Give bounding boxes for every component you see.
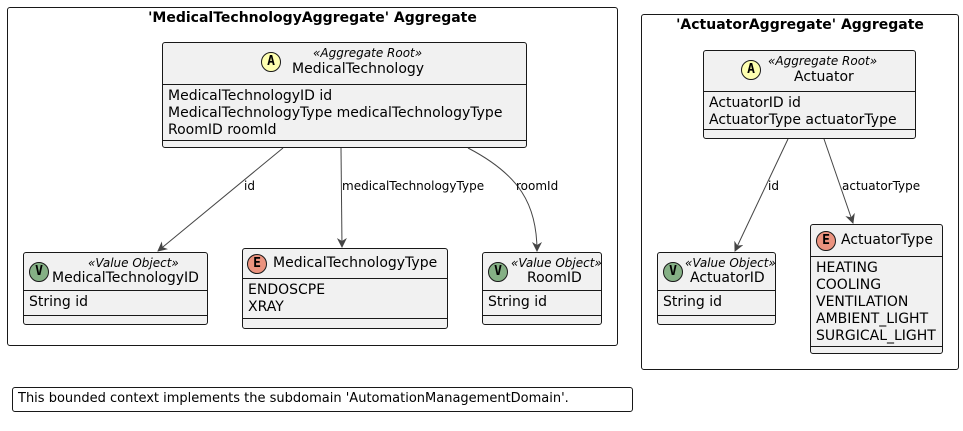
class-actuator[interactable]: A «Aggregate Root» Actuator ActuatorID i… (703, 50, 916, 139)
class-stereotype: «Aggregate Root» (768, 54, 878, 68)
class-attribute: String id (29, 294, 89, 310)
aggregate-root-badge-icon: A (261, 52, 281, 72)
class-name: ActuatorID (690, 270, 765, 286)
bounded-context-note: This bounded context implements the subd… (12, 387, 633, 412)
medical-technology-aggregate-package: 'MedicalTechnologyAggregate' Aggregate (7, 7, 618, 346)
package-title: 'ActuatorAggregate' Aggregate (676, 17, 924, 33)
class-medical-technology-type[interactable]: E MedicalTechnologyType ENDOSCPE XRAY (242, 248, 448, 329)
edge-label-room-id: roomId (516, 179, 558, 193)
class-attribute: COOLING (816, 277, 882, 293)
class-stereotype: «Aggregate Root» (313, 46, 423, 60)
edge-actuator-to-type (823, 138, 855, 224)
actuator-aggregate-package: 'ActuatorAggregate' Aggregate (641, 14, 959, 370)
class-actuator-id[interactable]: V «Value Object» ActuatorID String id (657, 252, 776, 325)
aggregate-root-badge-icon: A (741, 60, 761, 80)
class-attribute: AMBIENT_LIGHT (816, 311, 929, 327)
package-title: 'MedicalTechnologyAggregate' Aggregate (148, 10, 477, 26)
edge-medical-technology-to-room-id (467, 147, 542, 252)
enum-badge-icon: E (247, 254, 267, 274)
class-stereotype: «Value Object» (88, 256, 179, 270)
class-attribute: ENDOSCPE (248, 282, 326, 298)
class-attribute: RoomID roomId (168, 122, 277, 138)
class-stereotype: «Value Object» (685, 256, 776, 270)
edge-label-actuator-type: actuatorType (842, 179, 920, 193)
class-attribute: ActuatorID id (709, 95, 801, 111)
class-attribute: ActuatorType actuatorType (709, 112, 897, 128)
class-medical-technology[interactable]: A «Aggregate Root» MedicalTechnology Med… (162, 42, 527, 148)
edge-label-id: id (244, 179, 255, 193)
class-stereotype: «Value Object» (511, 256, 602, 270)
class-name: ActuatorType (841, 232, 933, 248)
enum-badge-icon: E (816, 231, 836, 251)
edge-actuator-to-id (734, 138, 789, 252)
class-attribute: HEATING (816, 260, 878, 276)
edge-label-medical-technology-type: medicalTechnologyType (342, 179, 484, 193)
value-object-badge-icon: V (488, 262, 508, 282)
class-name: MedicalTechnology (292, 61, 425, 77)
class-name: RoomID (527, 270, 582, 286)
edge-medical-technology-to-id (157, 147, 284, 252)
class-name: MedicalTechnologyID (52, 270, 199, 286)
class-attribute: String id (663, 294, 723, 310)
class-actuator-type[interactable]: E ActuatorType HEATING COOLING VENTILATI… (810, 224, 943, 354)
class-attribute: XRAY (248, 299, 284, 315)
class-attribute: String id (488, 294, 548, 310)
value-object-badge-icon: V (29, 262, 49, 282)
edge-medical-technology-to-type (336, 147, 347, 248)
class-name: Actuator (794, 69, 854, 85)
class-attribute: MedicalTechnologyID id (168, 88, 333, 104)
class-name: MedicalTechnologyType (273, 255, 438, 271)
class-attribute: VENTILATION (816, 294, 909, 310)
edge-label-actuator-id: id (768, 179, 779, 193)
value-object-badge-icon: V (663, 262, 683, 282)
class-room-id[interactable]: V «Value Object» RoomID String id (482, 252, 602, 325)
class-attribute: SURGICAL_LIGHT (816, 328, 936, 344)
class-medical-technology-id[interactable]: V «Value Object» MedicalTechnologyID Str… (23, 252, 208, 325)
class-attribute: MedicalTechnologyType medicalTechnologyT… (168, 105, 503, 121)
